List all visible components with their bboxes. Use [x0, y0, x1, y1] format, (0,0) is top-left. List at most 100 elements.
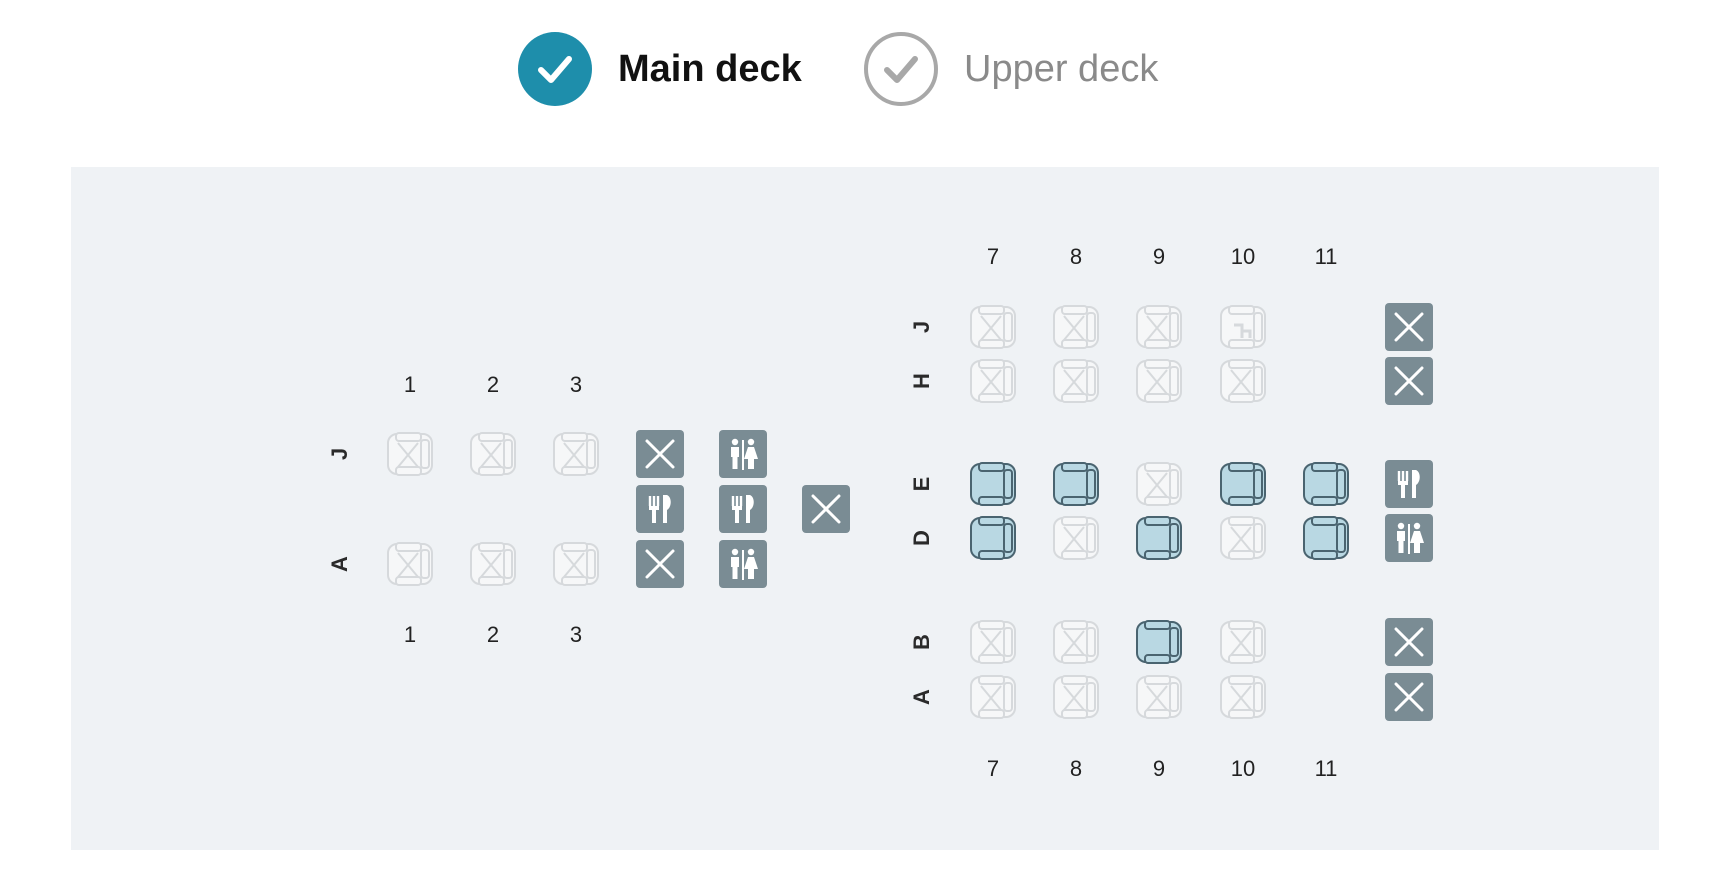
row-label: D [909, 530, 934, 546]
galley-icon [1385, 460, 1433, 508]
deck-tabs: Main deck Upper deck [0, 0, 1718, 140]
seat-D7[interactable] [969, 514, 1017, 562]
column-number: 10 [1230, 756, 1256, 781]
tab-upper-deck[interactable]: Upper deck [864, 32, 1158, 106]
seat-H10 [1219, 357, 1267, 405]
lavatory-icon [1385, 514, 1433, 562]
unavailable-seat-icon [970, 359, 1016, 403]
available-seat-icon [1136, 516, 1182, 560]
seat-A2 [469, 540, 517, 588]
seat-J1 [386, 430, 434, 478]
column-number: 7 [986, 244, 1000, 269]
seat-D9[interactable] [1135, 514, 1183, 562]
check-circle-icon [864, 32, 938, 106]
available-seat-icon [970, 516, 1016, 560]
unavailable-seat-icon [970, 620, 1016, 664]
galley-icon [719, 485, 767, 533]
seat-D11[interactable] [1302, 514, 1350, 562]
unavailable-seat-icon [553, 542, 599, 586]
seat-B10 [1219, 618, 1267, 666]
seat-J10 [1219, 303, 1267, 351]
seat-D10 [1219, 514, 1267, 562]
available-seat-icon [970, 462, 1016, 506]
seat-J3 [552, 430, 600, 478]
seat-A8 [1052, 673, 1100, 721]
column-number: 1 [403, 622, 417, 647]
column-number: 2 [486, 622, 500, 647]
unavailable-seat-icon [1053, 675, 1099, 719]
seat-A1 [386, 540, 434, 588]
unavailable-seat-icon [1220, 675, 1266, 719]
seat-E11[interactable] [1302, 460, 1350, 508]
galley-icon [636, 485, 684, 533]
seat-A10 [1219, 673, 1267, 721]
seat-H7 [969, 357, 1017, 405]
column-number: 2 [486, 372, 500, 397]
seat-J2 [469, 430, 517, 478]
seat-H8 [1052, 357, 1100, 405]
column-number: 8 [1069, 244, 1083, 269]
seat-E9 [1135, 460, 1183, 508]
blocked-x-icon [636, 430, 684, 478]
lavatory-icon [719, 430, 767, 478]
blocked-x-icon [1385, 357, 1433, 405]
row-label: B [909, 634, 934, 650]
row-label: J [327, 447, 352, 461]
seat-E10[interactable] [1219, 460, 1267, 508]
unavailable-seat-icon [470, 432, 516, 476]
special-seat-icon [1220, 305, 1266, 349]
seat-D8 [1052, 514, 1100, 562]
column-number: 9 [1152, 756, 1166, 781]
column-number: 7 [986, 756, 1000, 781]
row-label: E [909, 476, 934, 492]
unavailable-seat-icon [1136, 359, 1182, 403]
unavailable-seat-icon [1053, 620, 1099, 664]
unavailable-seat-icon [1053, 516, 1099, 560]
lavatory-icon [719, 540, 767, 588]
available-seat-icon [1136, 620, 1182, 664]
unavailable-seat-icon [970, 305, 1016, 349]
unavailable-seat-icon [387, 542, 433, 586]
row-label: A [327, 556, 352, 572]
seat-B7 [969, 618, 1017, 666]
blocked-x-icon [802, 485, 850, 533]
unavailable-seat-icon [1220, 516, 1266, 560]
seat-A3 [552, 540, 600, 588]
column-number: 11 [1314, 756, 1338, 781]
unavailable-seat-icon [470, 542, 516, 586]
seat-E8[interactable] [1052, 460, 1100, 508]
tab-main-deck[interactable]: Main deck [518, 32, 802, 106]
unavailable-seat-icon [1136, 462, 1182, 506]
blocked-x-icon [1385, 303, 1433, 351]
seat-J7 [969, 303, 1017, 351]
column-number: 3 [569, 372, 583, 397]
column-number: 1 [403, 372, 417, 397]
column-number: 11 [1314, 244, 1338, 269]
unavailable-seat-icon [1220, 620, 1266, 664]
seat-B9[interactable] [1135, 618, 1183, 666]
seat-E7[interactable] [969, 460, 1017, 508]
seat-J8 [1052, 303, 1100, 351]
check-circle-icon [518, 32, 592, 106]
column-number: 9 [1152, 244, 1166, 269]
seat-A7 [969, 673, 1017, 721]
unavailable-seat-icon [1136, 305, 1182, 349]
blocked-x-icon [636, 540, 684, 588]
row-label: A [909, 689, 934, 705]
unavailable-seat-icon [1053, 305, 1099, 349]
seat-H9 [1135, 357, 1183, 405]
available-seat-icon [1303, 462, 1349, 506]
seat-B8 [1052, 618, 1100, 666]
column-number: 8 [1069, 756, 1083, 781]
seat-A9 [1135, 673, 1183, 721]
available-seat-icon [1303, 516, 1349, 560]
row-label: J [909, 320, 934, 334]
unavailable-seat-icon [1053, 359, 1099, 403]
unavailable-seat-icon [387, 432, 433, 476]
unavailable-seat-icon [1220, 359, 1266, 403]
unavailable-seat-icon [970, 675, 1016, 719]
available-seat-icon [1053, 462, 1099, 506]
tab-upper-deck-label: Upper deck [964, 48, 1159, 90]
blocked-x-icon [1385, 673, 1433, 721]
